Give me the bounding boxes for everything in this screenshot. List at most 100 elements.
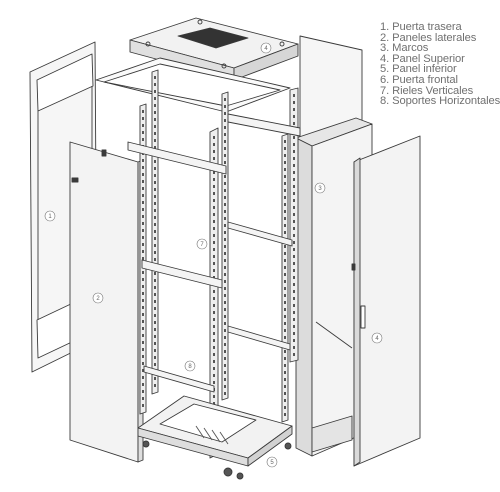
rail-hole	[154, 258, 156, 261]
rail-hole	[293, 122, 295, 125]
rail-hole	[224, 189, 226, 192]
rail-hole	[142, 194, 144, 197]
rail-hole	[293, 318, 295, 321]
rail-hole	[142, 397, 144, 400]
rail-hole	[293, 325, 295, 328]
rail-hole	[213, 171, 215, 174]
legend-item-bottom-panel: 5. Panel inferior	[380, 63, 457, 76]
rail-hole	[284, 378, 286, 381]
rail-hole	[293, 199, 295, 202]
rail-hole	[154, 286, 156, 289]
rail-hole	[142, 110, 144, 113]
rail-hole	[154, 111, 156, 114]
horizontal-supports	[127, 113, 301, 393]
rail-hole	[154, 251, 156, 254]
rail-hole	[142, 166, 144, 169]
rail-hole	[213, 213, 215, 216]
rail-hole	[293, 101, 295, 104]
rail-hole	[293, 192, 295, 195]
rail-hole	[284, 315, 286, 318]
rail-hole	[284, 406, 286, 409]
rail-hole	[213, 199, 215, 202]
rail-hole	[154, 384, 156, 387]
rail-hole	[154, 349, 156, 352]
rail-hole	[224, 280, 226, 283]
rail-hole	[224, 350, 226, 353]
rail-hole	[154, 160, 156, 163]
rail-hole	[284, 245, 286, 248]
rail-hole	[293, 339, 295, 342]
rail-hole	[293, 164, 295, 167]
rail-hole	[284, 294, 286, 297]
rail-hole	[284, 217, 286, 220]
rail-hole	[154, 237, 156, 240]
rail-hole	[154, 132, 156, 135]
rail-hole	[284, 322, 286, 325]
rail-hole	[142, 257, 144, 260]
rail-hole	[154, 223, 156, 226]
rail-hole	[154, 230, 156, 233]
callout-horizontal-supports: 8	[184, 360, 196, 372]
rail-hole	[293, 290, 295, 293]
rail-hole	[293, 150, 295, 153]
rail-hole	[154, 321, 156, 324]
rail-hole	[142, 215, 144, 218]
rail-hole	[213, 255, 215, 258]
rail-hole	[154, 356, 156, 359]
rail-hole	[293, 234, 295, 237]
rail-hole	[154, 76, 156, 79]
rail-hole	[213, 297, 215, 300]
rail-hole	[213, 269, 215, 272]
rail-hole	[224, 252, 226, 255]
rail-hole	[142, 187, 144, 190]
rail-hole	[293, 227, 295, 230]
rail-hole	[284, 161, 286, 164]
rail-hole	[154, 293, 156, 296]
rail-hole	[213, 339, 215, 342]
rail-hole	[213, 192, 215, 195]
rail-hole	[224, 322, 226, 325]
rail-hole	[284, 231, 286, 234]
rail-hole	[154, 335, 156, 338]
rail-hole	[142, 327, 144, 330]
rail-hole	[142, 376, 144, 379]
rail-hole	[142, 299, 144, 302]
rail-hole	[154, 139, 156, 142]
rail-hole	[213, 304, 215, 307]
rail-hole	[284, 287, 286, 290]
rail-hole	[213, 220, 215, 223]
rail-hole	[224, 126, 226, 129]
rail-hole	[213, 325, 215, 328]
rail-hole	[213, 381, 215, 384]
rail-hole	[284, 308, 286, 311]
rail-hole	[154, 104, 156, 107]
rail-hole	[224, 203, 226, 206]
rail-hole	[284, 203, 286, 206]
rail-hole	[284, 140, 286, 143]
rail-hole	[284, 392, 286, 395]
rail-hole	[142, 250, 144, 253]
svg-text:7: 7	[200, 242, 204, 248]
callout-front-door: 4	[371, 332, 383, 344]
rail-hole	[224, 217, 226, 220]
svg-text:4: 4	[264, 46, 268, 52]
rail-hole	[224, 196, 226, 199]
rail-hole	[284, 413, 286, 416]
rail-hole	[213, 374, 215, 377]
rail-hole	[213, 185, 215, 188]
rail-hole	[142, 383, 144, 386]
rail-hole	[154, 146, 156, 149]
rail-hole	[284, 301, 286, 304]
rail-hole	[293, 136, 295, 139]
rail-hole	[213, 234, 215, 237]
rail-hole	[284, 385, 286, 388]
rail-hole	[142, 180, 144, 183]
rail-hole	[293, 143, 295, 146]
rail-hole	[154, 209, 156, 212]
callout-vertical-rails: 7	[196, 238, 208, 250]
rail-hole	[154, 300, 156, 303]
callout-bottom-panel: 5	[266, 456, 278, 468]
legend-item-side-panels: 2. Paneles laterales	[380, 31, 477, 44]
rail-hole	[284, 147, 286, 150]
rail-hole	[224, 308, 226, 311]
